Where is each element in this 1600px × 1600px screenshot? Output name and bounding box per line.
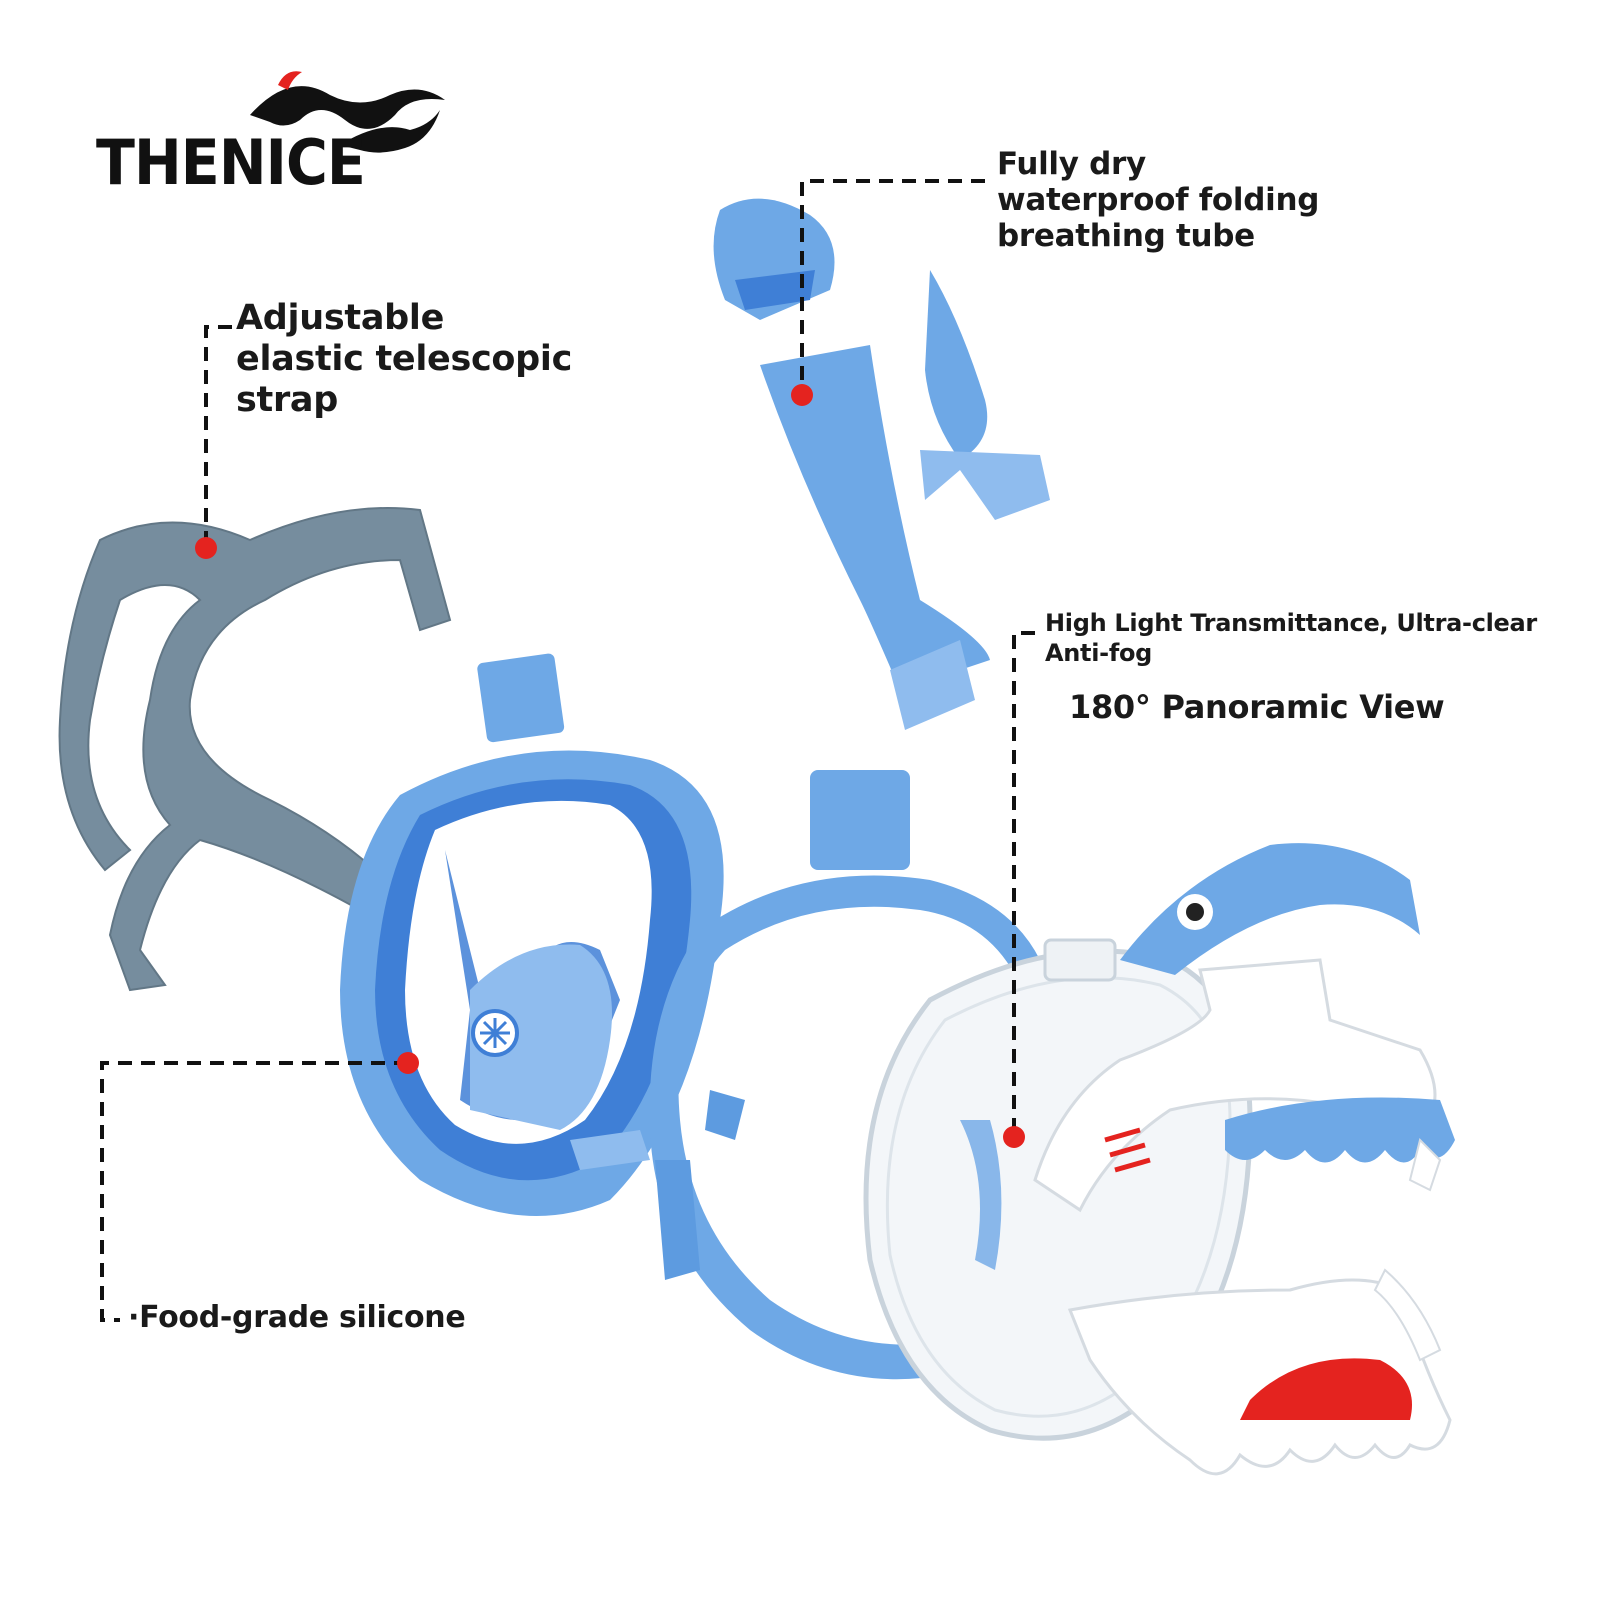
silicone-hotspot-icon [397,1052,419,1074]
mask-frame-part [649,770,1040,1380]
lens-callout-line: Anti-fog [1045,639,1153,667]
strap-callout: Adjustable elastic telescopic strap [236,298,572,421]
strap-leader-line [204,325,232,548]
silicone-inner-mask-part [340,653,724,1216]
tube-callout-line: waterproof folding [997,182,1320,218]
strap-callout-line: strap [236,380,338,420]
panoramic-callout: 180° Panoramic View [1069,688,1445,726]
hotspot-markers [195,384,1025,1148]
brand-wave-icon [250,71,445,153]
tube-callout-line: breathing tube [997,218,1255,254]
tube-leader-line [800,179,985,395]
tube-callout: Fully dry waterproof folding breathing t… [997,146,1319,254]
lens-callout-line: High Light Transmittance, Ultra-clear [1045,609,1537,637]
tube-callout-line: Fully dry [997,146,1146,182]
shark-upper-jaw-part [1033,958,1455,1213]
silicone-callout: ·Food-grade silicone [128,1300,466,1335]
strap-callout-line: Adjustable [236,298,445,338]
lens-callout: High Light Transmittance, Ultra-clear An… [1045,608,1537,668]
strap-callout-line: elastic telescopic [236,339,573,379]
shark-head-top-part [1120,843,1420,975]
brand-logo-text: THENICE [96,126,366,199]
lens-leader-line [1012,631,1035,1137]
callout-leader-lines [100,179,1035,1322]
lens-hotspot-icon [1003,1126,1025,1148]
breathing-tube-part [713,198,1050,730]
strap-hotspot-icon [195,537,217,559]
shark-lower-jaw-part [1067,1268,1452,1476]
tube-hotspot-icon [791,384,813,406]
